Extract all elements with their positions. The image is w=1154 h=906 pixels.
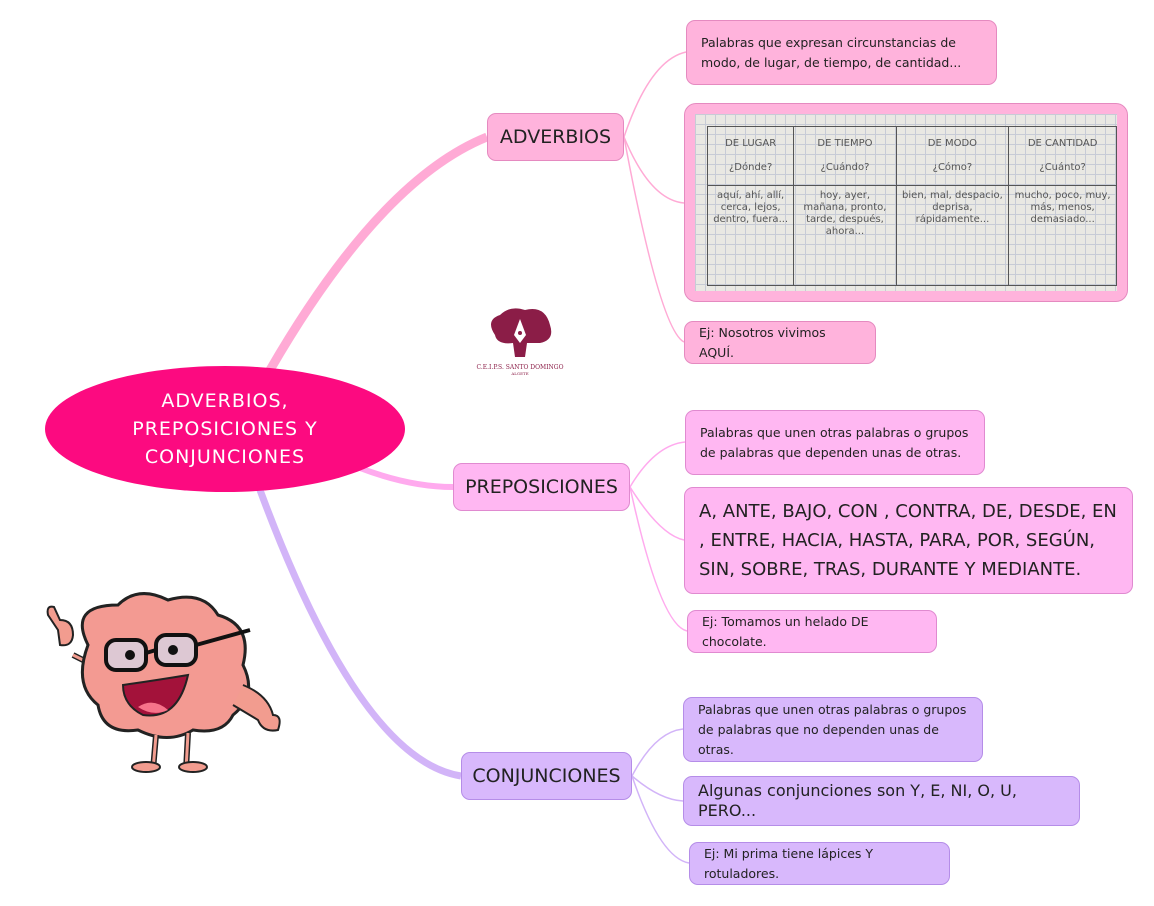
node-conjunciones[interactable]: CONJUNCIONES (461, 752, 632, 800)
connector-preposiciones (358, 465, 454, 490)
adverbios-example[interactable]: Ej: Nosotros vivimos AQUÍ. (684, 321, 876, 364)
central-topic[interactable]: ADVERBIOS, PREPOSICIONES Y CONJUNCIONES (45, 366, 405, 492)
tree-pen-logo-icon (491, 308, 552, 357)
preposiciones-definition[interactable]: Palabras que unen otras palabras o grupo… (685, 410, 985, 475)
conjunciones-list[interactable]: Algunas conjunciones son Y, E, NI, O, U,… (683, 776, 1080, 826)
connector-adverbios (266, 132, 489, 373)
adverbios-table: DE LUGAR¿Dónde? DE TIEMPO¿Cuándo? DE MOD… (706, 126, 1117, 286)
adverbios-definition[interactable]: Palabras que expresan circunstancias de … (686, 20, 997, 85)
preposiciones-example[interactable]: Ej: Tomamos un helado DE chocolate. (687, 610, 937, 653)
table-cell: aquí, ahí, allí, cerca, lejos, dentro, f… (706, 185, 795, 286)
conjunciones-example[interactable]: Ej: Mi prima tiene lápices Y rotuladores… (689, 842, 950, 885)
node-preposiciones[interactable]: PREPOSICIONES (453, 463, 630, 511)
school-logo: C.E.I.P.S. SANTO DOMINGO ALGETE (470, 305, 570, 376)
connector-conjunciones (256, 488, 462, 780)
table-cell: hoy, ayer, mañana, pronto, tarde, despué… (793, 185, 897, 286)
node-adverbios[interactable]: ADVERBIOS (487, 113, 624, 161)
conjunciones-definition[interactable]: Palabras que unen otras palabras o grupo… (683, 697, 983, 762)
preposiciones-list[interactable]: A, ANTE, BAJO, CON , CONTRA, DE, DESDE, … (684, 487, 1133, 594)
brain-cartoon-icon (46, 592, 281, 773)
table-cell: bien, mal, despacio, deprisa, rápidament… (895, 185, 1010, 286)
adverbios-table-image[interactable]: DE LUGAR¿Dónde? DE TIEMPO¿Cuándo? DE MOD… (684, 103, 1128, 302)
table-cell: mucho, poco, muy, más, menos, demasiado.… (1008, 185, 1117, 286)
